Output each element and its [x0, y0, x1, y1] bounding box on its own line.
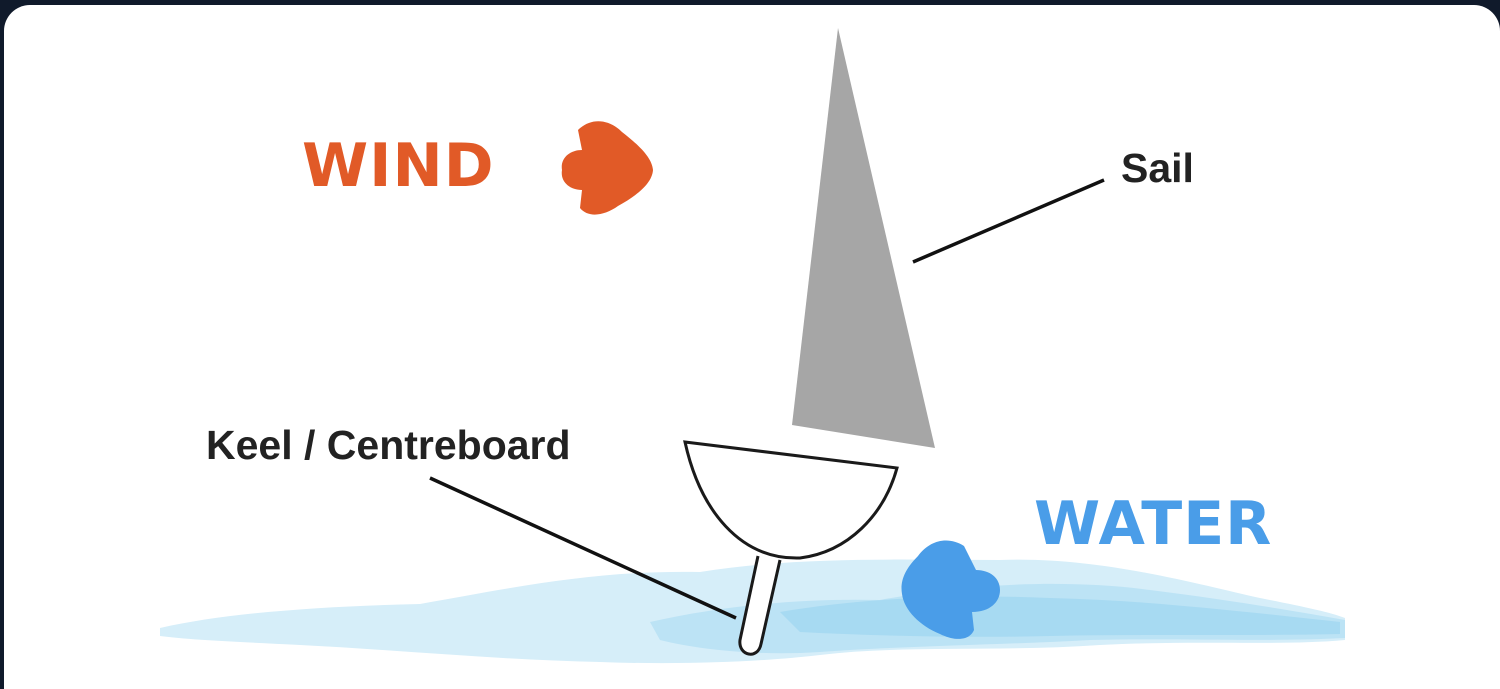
diagram-card: WIND WATER Sail Keel / Centreboard [4, 5, 1500, 689]
sail-label: Sail [1121, 145, 1194, 191]
sail [792, 28, 935, 448]
arrow-right-icon [562, 121, 653, 214]
hull [685, 442, 897, 558]
sail-leader-line [913, 180, 1104, 262]
wind-label: WIND [302, 131, 495, 201]
water-label: WATER [1034, 489, 1272, 559]
keel-label: Keel / Centreboard [206, 422, 571, 468]
sailing-forces-diagram: WIND WATER Sail Keel / Centreboard [4, 5, 1500, 689]
